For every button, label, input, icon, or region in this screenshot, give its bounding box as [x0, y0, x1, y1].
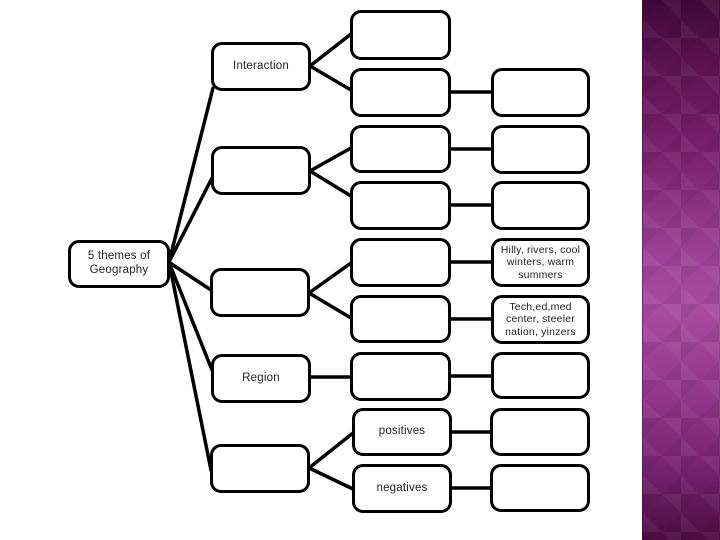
edge-interaction-m1	[308, 32, 353, 68]
node-label: 5 themes of Geography	[87, 250, 151, 276]
node-empty-left-3	[210, 268, 310, 317]
edge-themes-node5	[168, 265, 213, 472]
node-region: Region	[211, 354, 311, 403]
edge-l5-negatives	[307, 466, 355, 491]
edge-l3-m6	[307, 291, 353, 320]
node-label: Hilly, rivers, cool winters, warm summer…	[500, 243, 581, 281]
node-empty-mid-2	[350, 68, 451, 117]
edge-themes-node3	[168, 261, 213, 292]
decorative-sidebar	[642, 0, 720, 540]
node-empty-mid-5	[350, 238, 451, 287]
node-label: Region	[242, 371, 280, 384]
node-tech-ed-med: Tech,ed,med center, steeler nation, yinz…	[491, 295, 590, 344]
node-empty-mid-3	[350, 125, 451, 173]
node-empty-right-7	[490, 408, 590, 456]
edge-l3-m5	[307, 261, 353, 295]
node-positives: positives	[352, 408, 452, 456]
edge-themes-region	[168, 263, 214, 372]
node-empty-mid-4	[350, 181, 451, 230]
edge-l2-m4	[308, 169, 353, 198]
node-interaction: Interaction	[211, 42, 311, 91]
edge-l5-positives	[307, 431, 355, 470]
edge-interaction-m2	[308, 64, 353, 92]
node-empty-right-3	[491, 181, 590, 230]
node-empty-left-2	[211, 146, 311, 195]
node-empty-right-1	[491, 68, 590, 117]
edge-l2-m3	[308, 146, 353, 173]
node-hilly-rivers: Hilly, rivers, cool winters, warm summer…	[491, 238, 590, 287]
node-5-themes-of-geography: 5 themes of Geography	[68, 240, 170, 288]
edge-themes-interaction	[168, 86, 215, 260]
node-negatives: negatives	[352, 464, 452, 513]
node-empty-right-6	[491, 352, 590, 399]
node-label: negatives	[376, 481, 428, 494]
node-empty-mid-7	[350, 352, 451, 401]
node-label: Interaction	[233, 59, 289, 72]
edge-themes-node2	[168, 176, 214, 262]
node-empty-right-2	[491, 125, 590, 174]
node-label: positives	[378, 425, 426, 438]
node-empty-mid-1	[350, 10, 451, 60]
node-empty-mid-6	[350, 295, 451, 343]
node-label: Tech,ed,med center, steeler nation, yinz…	[505, 300, 576, 338]
node-empty-right-8	[490, 464, 590, 512]
node-empty-left-5	[210, 444, 310, 493]
